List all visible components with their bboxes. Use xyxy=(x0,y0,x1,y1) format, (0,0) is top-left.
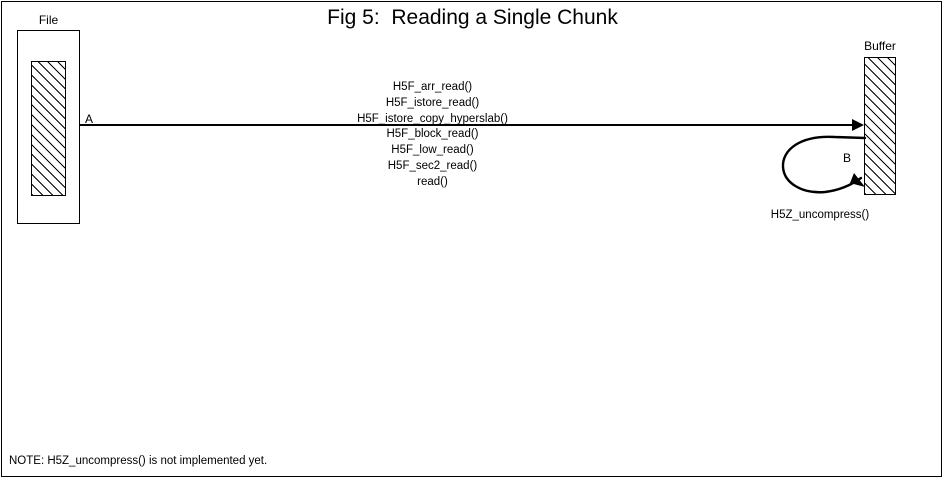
loop-edge-label: H5Z_uncompress() xyxy=(770,209,870,221)
buffer-label: Buffer xyxy=(864,39,896,53)
call-stack-item: H5F_istore_copy_hyperslab() xyxy=(357,112,508,125)
call-stack-item: H5F_block_read() xyxy=(386,128,479,141)
edge-marker-b: B xyxy=(843,151,852,165)
loop-arrow-icon xyxy=(781,135,867,194)
call-stack-list: H5F_arr_read() H5F_istore_read() H5F_ist… xyxy=(280,80,585,191)
edge-marker-a: A xyxy=(85,112,94,126)
arrow-right-icon xyxy=(852,119,864,131)
hatched-chunk-icon xyxy=(31,61,66,196)
buffer-box xyxy=(864,57,896,195)
call-stack-item: H5F_low_read() xyxy=(391,144,474,157)
file-label: File xyxy=(38,13,59,27)
call-stack-item: H5F_istore_read() xyxy=(385,96,480,109)
call-stack-item: H5F_arr_read() xyxy=(392,81,473,93)
figure-note: NOTE: H5Z_uncompress() is not implemente… xyxy=(9,455,268,467)
call-stack-item: H5F_sec2_read() xyxy=(387,159,478,172)
figure-title: Fig 5: Reading a Single Chunk xyxy=(327,6,618,29)
transfer-arrow-line xyxy=(80,124,854,126)
call-stack-item: read() xyxy=(417,175,448,188)
